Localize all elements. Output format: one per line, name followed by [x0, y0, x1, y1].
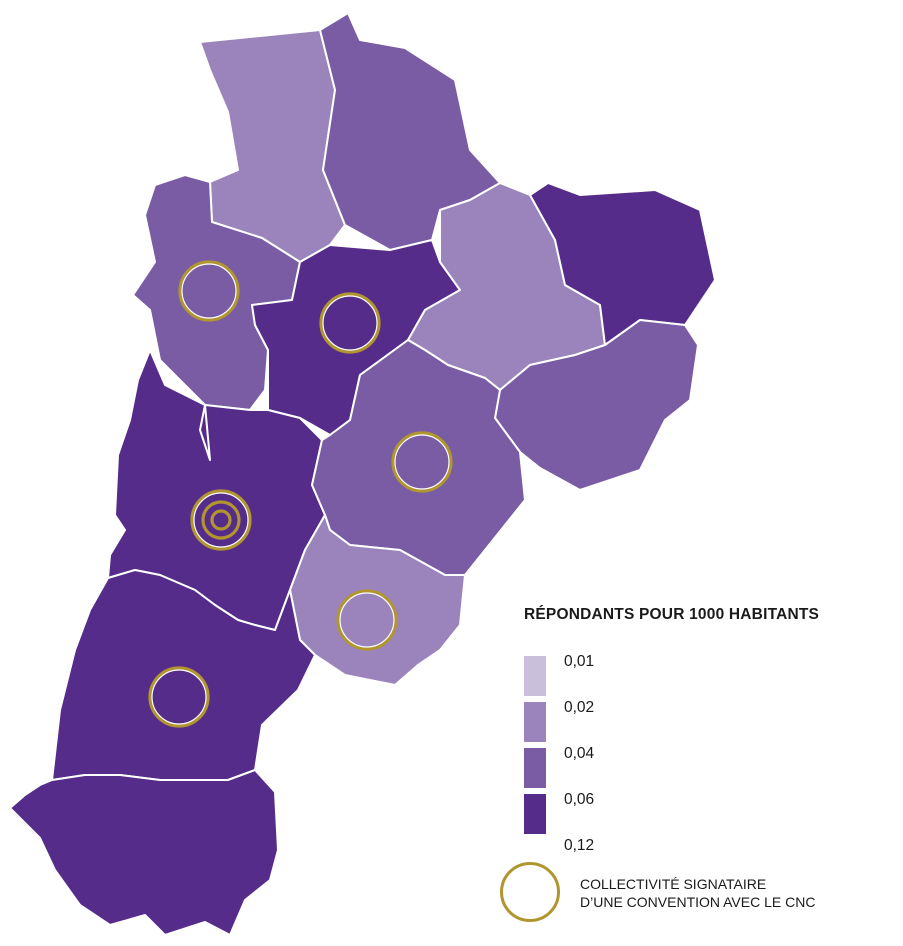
legend-tick-label: 0,06 — [564, 791, 595, 808]
convention-ring[interactable] — [190, 489, 252, 551]
convention-ring[interactable] — [201, 500, 241, 540]
legend-tick-label: 0,01 — [564, 653, 595, 670]
legend-tick-label: 0,02 — [564, 699, 595, 716]
convention-ring-inner — [181, 263, 237, 319]
convention-ring-icon — [500, 862, 560, 922]
legend-title: RÉPONDANTS POUR 1000 HABITANTS — [524, 606, 820, 623]
legend-swatch-4 — [524, 794, 546, 834]
legend-tick-label: 0,12 — [564, 837, 595, 854]
convention-ring-inner — [193, 492, 249, 548]
convention-ring[interactable] — [178, 260, 240, 322]
legend-swatch-2 — [524, 702, 546, 742]
convention-ring[interactable] — [148, 666, 210, 728]
convention-ring[interactable] — [336, 589, 398, 651]
convention-ring-inner — [394, 434, 450, 490]
legend-swatch-3 — [524, 748, 546, 788]
signatory-label-line2: D’UNE CONVENTION AVEC LE CNC — [580, 894, 816, 910]
legend: RÉPONDANTS POUR 1000 HABITANTS 0,01 0,02… — [524, 606, 820, 854]
convention-ring-inner — [151, 669, 207, 725]
department-landes[interactable] — [9, 769, 279, 936]
signatory-label: COLLECTIVITÉ SIGNATAIRE D’UNE CONVENTION… — [580, 875, 815, 911]
convention-ring[interactable] — [210, 509, 232, 531]
department-gironde[interactable] — [51, 569, 316, 781]
department-correze[interactable] — [494, 319, 699, 491]
convention-ring[interactable] — [391, 431, 453, 493]
legend-tick-label: 0,04 — [564, 745, 595, 762]
legend-swatch-1 — [524, 656, 546, 696]
convention-ring-inner — [339, 592, 395, 648]
convention-ring-inner — [322, 295, 378, 351]
convention-marks — [148, 260, 453, 728]
department-charente[interactable] — [311, 339, 526, 576]
signatory-label-line1: COLLECTIVITÉ SIGNATAIRE — [580, 876, 767, 892]
convention-ring[interactable] — [319, 292, 381, 354]
